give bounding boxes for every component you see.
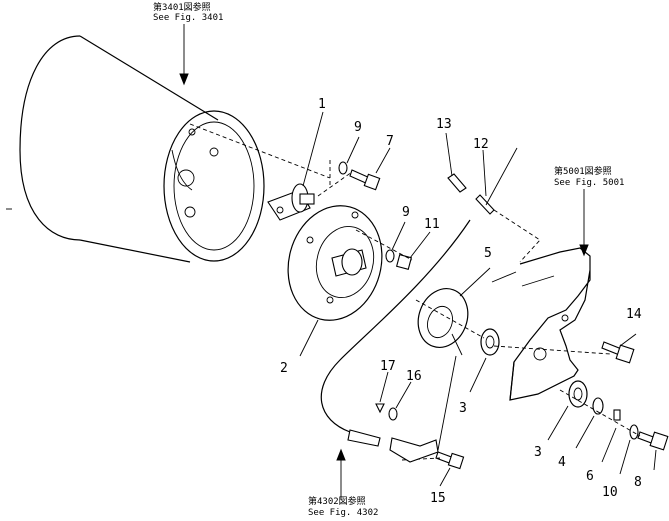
part-4-ring — [592, 397, 604, 415]
ref-4302-en: See Fig. 4302 — [308, 508, 378, 518]
part-5-sensor — [417, 288, 469, 356]
part-16-washer — [388, 407, 398, 421]
reference-fig-3401: 第3401図参照 See Fig. 3401 — [153, 1, 223, 86]
bracket-plate — [491, 247, 591, 401]
label-part-5: 5 — [484, 246, 492, 261]
part-15-bolt — [435, 451, 465, 470]
part-9-washer-lower — [385, 249, 395, 263]
part-10-washer — [629, 424, 639, 440]
reference-fig-5001: 第5001図参照 See Fig. 5001 — [554, 165, 624, 257]
part-2-flange — [287, 205, 383, 321]
label-part-1: 1 — [318, 97, 326, 112]
part-12-fitting — [475, 147, 518, 215]
label-part-9-lower: 9 — [402, 205, 410, 220]
label-part-4: 4 — [558, 455, 566, 470]
ref-3401-jp: 第3401図参照 — [153, 1, 211, 13]
label-part-7: 7 — [386, 134, 394, 149]
part-14-bolt — [601, 341, 635, 364]
ref-5001-en: See Fig. 5001 — [554, 178, 624, 188]
label-part-3-upper: 3 — [459, 401, 467, 416]
arrow-4302 — [336, 448, 346, 461]
cable — [320, 219, 471, 463]
label-part-10: 10 — [602, 485, 618, 500]
label-part-9-upper: 9 — [354, 120, 362, 135]
part-17-clip — [375, 403, 385, 414]
part-leaders — [299, 111, 657, 487]
part-9-washer-upper — [338, 161, 348, 175]
part-13-pin — [447, 173, 467, 193]
ref-4302-jp: 第4302図参照 — [308, 495, 366, 507]
label-part-8: 8 — [634, 475, 642, 490]
label-part-14: 14 — [626, 307, 642, 322]
label-part-3-lower: 3 — [534, 445, 542, 460]
label-part-11: 11 — [424, 217, 440, 232]
reference-fig-4302: 第4302図参照 See Fig. 4302 — [308, 448, 378, 518]
part-7-bolt — [349, 169, 381, 191]
drum-cylinder — [6, 35, 331, 263]
part-6-pin — [613, 409, 621, 421]
ref-3401-en: See Fig. 3401 — [153, 13, 223, 23]
arrow-3401 — [179, 73, 189, 86]
ref-5001-jp: 第5001図参照 — [554, 165, 612, 177]
exploded-lines — [317, 160, 641, 461]
part-8-bolt — [637, 431, 669, 451]
part-labels: 1 2 3 3 4 5 6 7 8 9 9 10 11 12 13 14 15 … — [280, 97, 642, 506]
part-1-mount — [267, 183, 315, 221]
part-3-bearing-upper — [480, 328, 500, 356]
label-part-12: 12 — [473, 137, 489, 152]
label-part-6: 6 — [586, 469, 594, 484]
label-part-17: 17 — [380, 359, 396, 374]
part-3-bearing-lower — [568, 380, 588, 408]
part-11-nut — [395, 253, 413, 271]
label-part-13: 13 — [436, 117, 452, 132]
alignment-line-drum — [189, 123, 331, 179]
label-part-2: 2 — [280, 361, 288, 376]
label-part-16: 16 — [406, 369, 422, 384]
label-part-15: 15 — [430, 491, 446, 506]
